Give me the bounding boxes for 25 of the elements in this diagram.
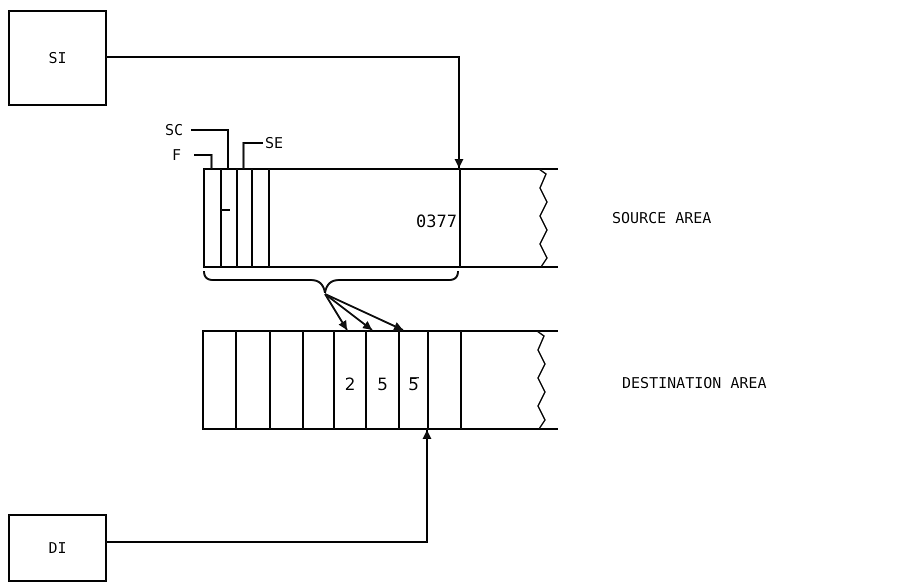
digit-text: 5̅ (408, 375, 419, 395)
field-label: F (172, 146, 192, 164)
field-label: SC (165, 121, 189, 139)
register-box (8, 514, 107, 582)
arrow (324, 293, 404, 331)
arrow (324, 293, 348, 331)
register-label: SI (48, 49, 67, 67)
leader-line (191, 129, 229, 168)
memory-area-strip (202, 330, 558, 430)
brace (203, 271, 459, 294)
field-label: SE (265, 134, 291, 152)
area-label: DESTINATION AREA (622, 374, 766, 392)
arrow (107, 56, 464, 168)
digit-text: 0377 (416, 212, 458, 232)
memory-area-strip (203, 168, 558, 268)
leader-line (242, 142, 263, 168)
memory-cell (222, 168, 238, 268)
leader-line (194, 154, 212, 168)
area-label: SOURCE AREA (612, 209, 712, 227)
arrow (107, 430, 432, 543)
arrow (324, 293, 373, 331)
digit-text: 2 (344, 375, 356, 395)
register-box (8, 10, 107, 106)
register-label: DI (48, 539, 67, 557)
digit-text: 5 (377, 375, 388, 395)
